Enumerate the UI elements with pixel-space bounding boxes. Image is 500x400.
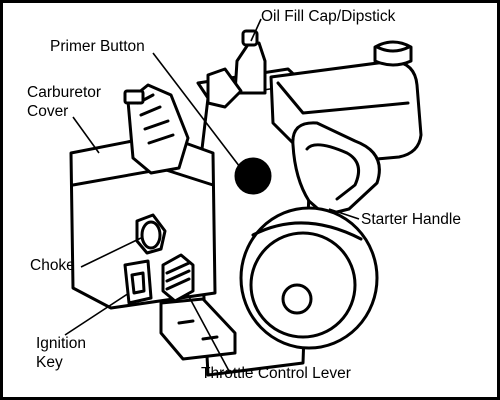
label-starter-handle: Starter Handle xyxy=(361,210,461,229)
primer-button-icon xyxy=(236,159,270,193)
fuel-cap xyxy=(375,42,411,65)
label-ignition-key: Ignition Key xyxy=(36,334,86,372)
fuel-cap-top xyxy=(377,47,409,51)
label-carburetor-line2: Cover xyxy=(27,102,101,121)
label-ignition-line2: Key xyxy=(36,353,86,372)
callout-carburetor xyxy=(73,117,99,153)
label-carburetor-line1: Carburetor xyxy=(27,83,101,102)
carburetor-mount xyxy=(125,91,143,103)
label-oil-fill-cap: Oil Fill Cap/Dipstick xyxy=(261,7,395,26)
label-choke: Choke xyxy=(30,256,75,275)
label-ignition-line1: Ignition xyxy=(36,334,86,353)
label-throttle-control-lever: Throttle Control Lever xyxy=(201,364,351,383)
label-primer-button: Primer Button xyxy=(50,37,145,56)
ignition-key-slot xyxy=(132,273,144,293)
label-carburetor-cover: Carburetor Cover xyxy=(27,83,101,121)
choke-knob-face xyxy=(142,222,160,248)
recoil-starter-hub xyxy=(283,285,311,313)
oil-fill-cap-icon xyxy=(235,43,265,93)
